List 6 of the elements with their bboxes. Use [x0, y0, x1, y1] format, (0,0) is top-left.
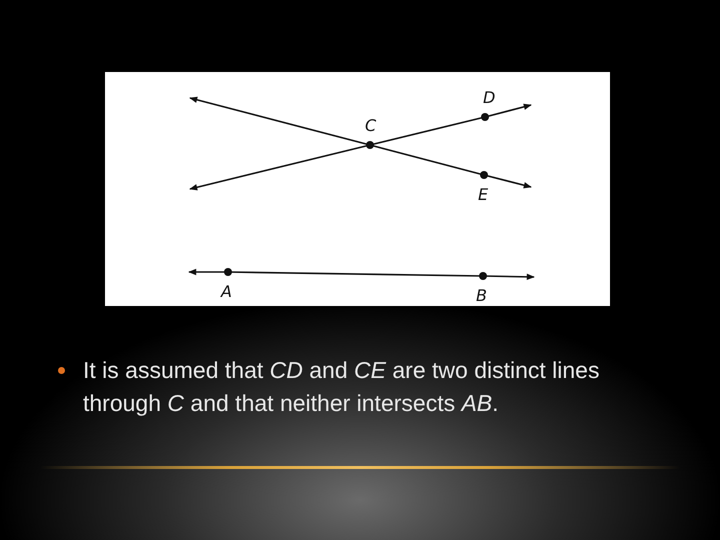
- point-label: B: [476, 288, 487, 304]
- paragraph: It is assumed that CD and CE are two distinct lines through C and that neither intersects AB.: [83, 356, 600, 418]
- point-label: A: [221, 284, 232, 300]
- point-label: C: [365, 118, 376, 134]
- point-label: E: [478, 187, 488, 203]
- point-label: D: [483, 90, 496, 106]
